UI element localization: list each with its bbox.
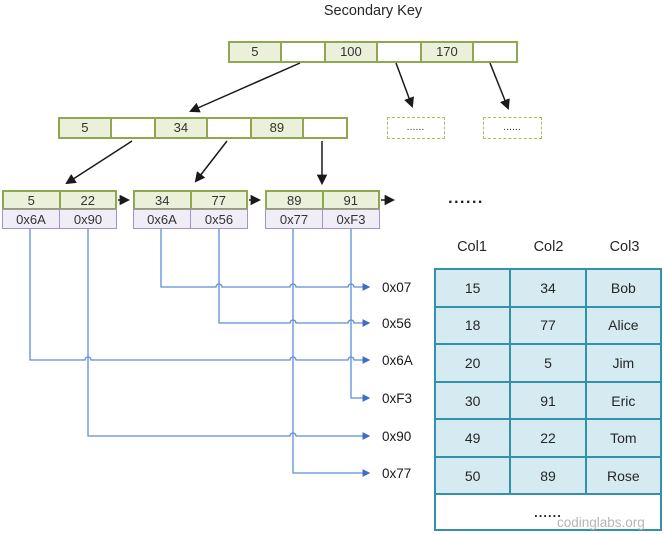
leaf-node: 5 22 0x6A 0x90 (2, 190, 117, 229)
record-address-label: 0x56 (382, 315, 412, 331)
leaf-address-cell: 0xF3 (322, 210, 379, 228)
table-ellipsis-row: ...... (434, 493, 662, 531)
record-table: 15 34 Bob 18 77 Alice 20 5 Jim 30 91 Eri… (433, 268, 663, 531)
leaf-address-cell: 0x6A (3, 210, 59, 228)
leaf-key-cell: 34 (135, 192, 190, 208)
table-cell: Bob (584, 268, 663, 308)
internal-key-cell: 5 (60, 119, 110, 137)
internal-key-cell: 89 (250, 119, 302, 137)
table-ellipsis-cell: ...... (434, 493, 662, 531)
record-address-label: 0x90 (382, 428, 412, 444)
leaf-key-cell: 77 (189, 192, 246, 208)
elided-node: ...... (387, 117, 445, 139)
more-leaves-ellipsis: ...... (448, 190, 484, 207)
table-cell: 50 (433, 455, 512, 496)
elided-node: ...... (483, 117, 542, 139)
table-row: 50 89 Rose (433, 455, 663, 496)
leaf-address-row: 0x6A 0x56 (133, 209, 248, 229)
connector-to-0x90 (87, 229, 371, 440)
root-key-cell: 5 (230, 43, 280, 61)
table-cell: Rose (584, 455, 663, 496)
table-cell: Alice (584, 305, 663, 346)
leaf-address-cell: 0x90 (59, 210, 116, 228)
leaf-node: 89 91 0x77 0xF3 (265, 190, 380, 229)
root-pointer-cell (471, 43, 516, 61)
table-cell: Jim (584, 343, 663, 383)
table-cell: 91 (509, 380, 587, 421)
leaf-address-row: 0x77 0xF3 (265, 209, 380, 229)
table-cell: 77 (509, 305, 587, 346)
arrow-root-to-internal (189, 62, 301, 113)
root-pointer-cell (375, 43, 420, 61)
connector-to-0x07 (160, 229, 371, 291)
root-key-cell: 100 (324, 43, 376, 61)
btree-root-node: 5 100 170 (228, 41, 518, 63)
address-connector-lines (29, 229, 371, 477)
btree-internal-node: 5 34 89 (58, 117, 348, 139)
leaf-address-cell: 0x56 (190, 210, 247, 228)
table-cell: 49 (433, 418, 512, 458)
table-cell: 5 (509, 343, 587, 383)
table-cell: 89 (509, 455, 587, 496)
table-cell: 34 (509, 268, 587, 308)
table-row: 15 34 Bob (433, 268, 663, 308)
table-cell: 15 (433, 268, 512, 308)
table-cell: 18 (433, 305, 512, 346)
table-row: 49 22 Tom (433, 418, 663, 458)
leaf-address-cell: 0x77 (266, 210, 322, 228)
connector-to-0xF3 (350, 229, 371, 402)
record-address-label: 0x07 (382, 279, 412, 295)
arrow-root-to-elided-node (489, 62, 510, 110)
table-row: 18 77 Alice (433, 305, 663, 346)
watermark: codinglabs.org (557, 515, 645, 530)
leaf-node: 34 77 0x6A 0x56 (133, 190, 248, 229)
root-key-cell: 170 (420, 43, 472, 61)
internal-key-cell: 34 (154, 119, 206, 137)
connector-to-0x6A (29, 229, 371, 364)
internal-pointer-cell (301, 119, 346, 137)
leaf-address-row: 0x6A 0x90 (2, 209, 117, 229)
table-column-header: Col2 (533, 239, 564, 255)
internal-pointer-cell (109, 119, 154, 137)
arrow-root-to-elided-node (395, 62, 414, 108)
table-cell: 20 (433, 343, 512, 383)
connector-to-0x56 (218, 229, 371, 327)
leaf-key-cell: 89 (267, 192, 322, 208)
record-address-label: 0x6A (382, 352, 413, 368)
table-row: 30 91 Eric (433, 380, 663, 421)
table-cell: 22 (509, 418, 587, 458)
table-column-header: Col3 (609, 239, 640, 255)
record-address-label: 0x77 (382, 465, 412, 481)
leaf-key-row: 5 22 (2, 190, 117, 210)
table-row: 20 5 Jim (433, 343, 663, 383)
table-cell: Eric (584, 380, 663, 421)
diagram-title: Secondary Key (323, 3, 423, 19)
arrow-internal-to-leaf (194, 140, 228, 183)
internal-pointer-cell (205, 119, 250, 137)
leaf-key-row: 89 91 (265, 190, 380, 210)
leaf-key-cell: 22 (58, 192, 115, 208)
table-column-header: Col1 (457, 239, 487, 255)
leaf-key-row: 34 77 (133, 190, 248, 210)
table-cell: 30 (433, 380, 512, 421)
leaf-key-cell: 5 (4, 192, 59, 208)
arrow-internal-to-leaf (65, 140, 133, 185)
table-cell: Tom (584, 418, 663, 458)
record-address-label: 0xF3 (382, 390, 413, 406)
connector-to-0x77 (292, 229, 371, 477)
leaf-address-cell: 0x6A (134, 210, 190, 228)
root-pointer-cell (279, 43, 324, 61)
leaf-key-cell: 91 (321, 192, 378, 208)
